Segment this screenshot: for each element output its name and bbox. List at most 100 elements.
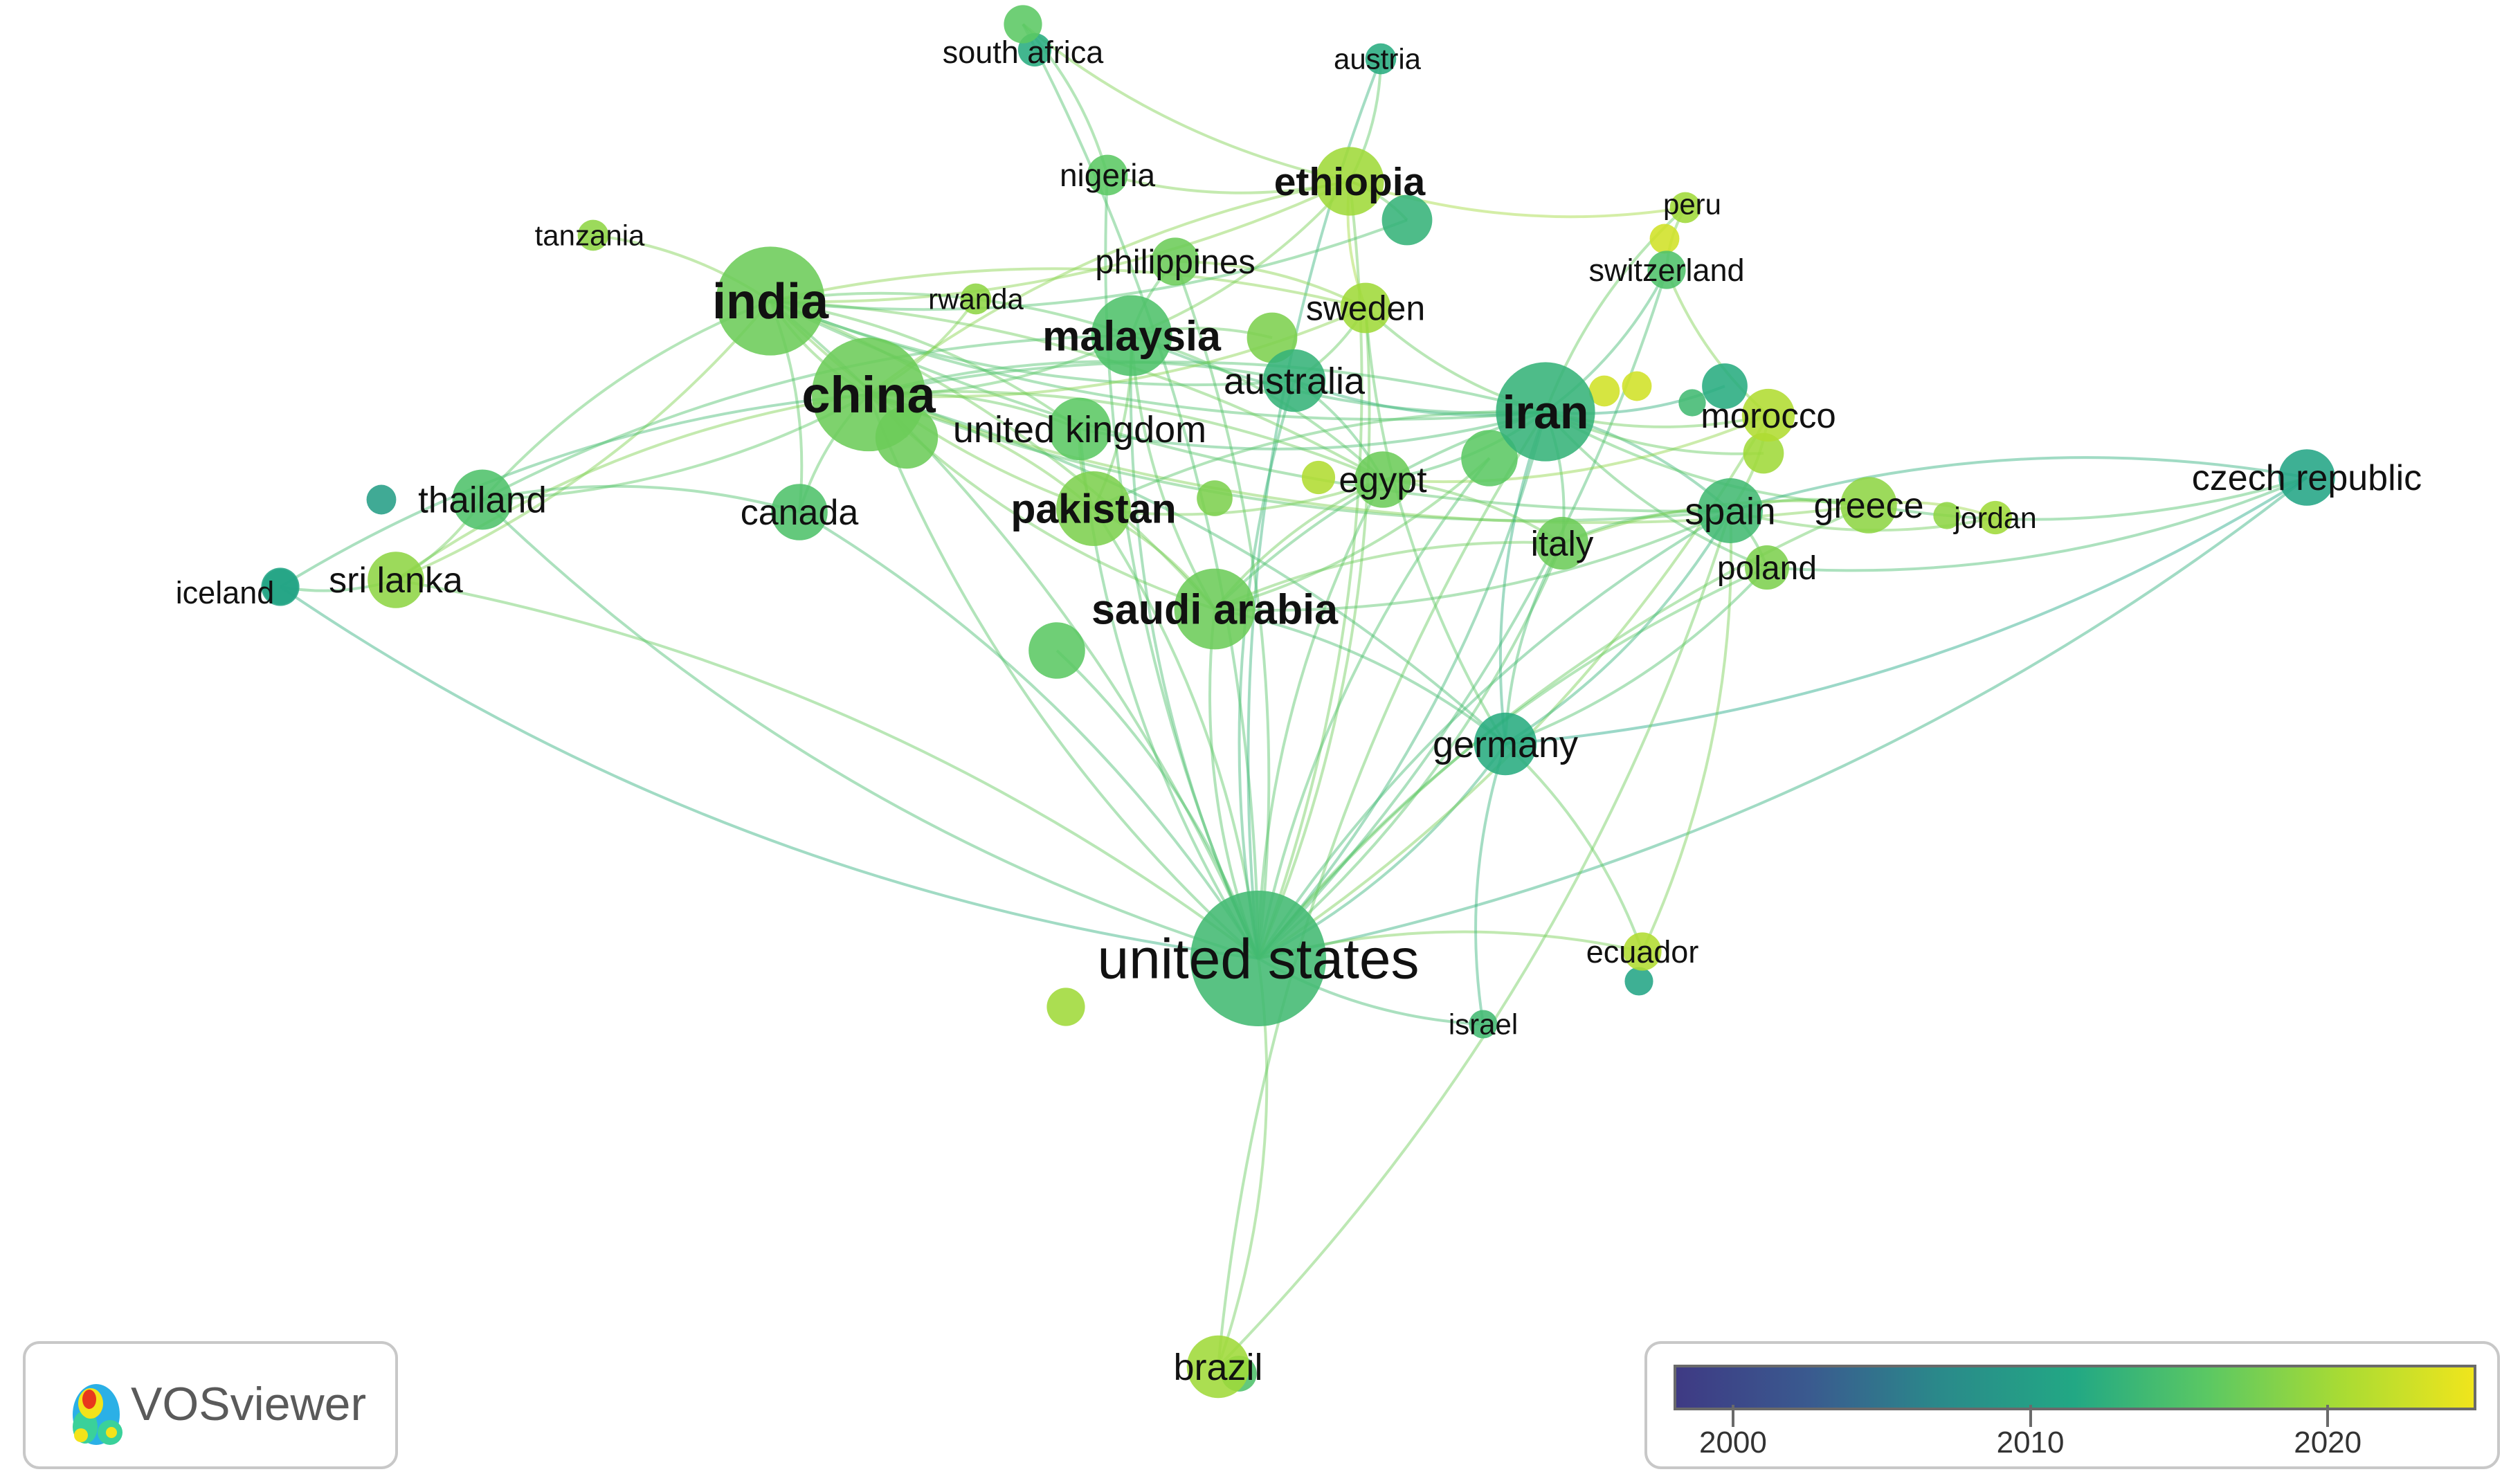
node-label-ethiopia: ethiopia [1274, 160, 1426, 204]
node-u12[interactable] [1622, 371, 1652, 401]
link-united_states-canada [798, 511, 1260, 960]
node-south-africa[interactable] [1004, 5, 1042, 44]
node-u4[interactable] [1247, 312, 1298, 363]
link-china-thailand [482, 393, 869, 501]
node-ecuador[interactable] [1623, 932, 1662, 971]
node-label-united-kingdom: united kingdom [953, 409, 1206, 451]
link-india-egypt [770, 300, 1384, 481]
link-brazil-iran [1217, 410, 1547, 1367]
link-spain-czech_republic [1730, 456, 2308, 512]
node-label-philippines: philippines [1095, 244, 1256, 281]
node-united-states[interactable] [1190, 891, 1326, 1026]
node-u14[interactable] [366, 484, 397, 515]
link-united_states-sri_lanka [395, 579, 1260, 960]
node-u7[interactable] [1743, 433, 1784, 474]
link-india-sri_lanka [395, 300, 772, 581]
node-label-spain: spain [1685, 489, 1775, 532]
link-germany-sweden [1364, 307, 1507, 745]
node-nigeria[interactable] [1087, 154, 1128, 196]
node-u5[interactable] [1381, 194, 1433, 246]
node-label-sweden: sweden [1306, 289, 1425, 328]
node-jordan[interactable] [1978, 500, 2013, 535]
link-united_states-iceland [279, 585, 1259, 960]
link-saudi_arabia-spain [1214, 509, 1731, 612]
node-morocco[interactable] [1741, 388, 1795, 442]
node-saudi-arabia[interactable] [1174, 568, 1256, 650]
node-switzerland[interactable] [1647, 251, 1686, 289]
link-pakistan-egypt [1093, 478, 1384, 516]
link-united_states-spain [1257, 509, 1732, 960]
node-pakistan[interactable] [1056, 471, 1131, 546]
node-india[interactable] [716, 246, 825, 356]
node-u6[interactable] [1702, 363, 1748, 409]
node-label-pakistan: pakistan [1010, 486, 1176, 532]
node-united-kingdom[interactable] [1048, 397, 1112, 461]
node-iran[interactable] [1496, 362, 1595, 462]
node-egypt[interactable] [1354, 451, 1411, 508]
link-united_states-italy [1257, 543, 1563, 960]
node-u1[interactable] [1028, 622, 1085, 679]
node-peru[interactable] [1669, 192, 1701, 224]
node-spain[interactable] [1698, 478, 1763, 543]
node-china[interactable] [811, 337, 926, 452]
link-greece-czech_republic [1868, 476, 2308, 521]
node-u10[interactable] [1301, 460, 1336, 495]
node-u13[interactable] [1649, 224, 1680, 254]
node-iceland[interactable] [261, 567, 300, 606]
node-thailand[interactable] [452, 469, 513, 530]
node-u17[interactable] [1678, 389, 1706, 417]
node-label-israel: israel [1449, 1008, 1518, 1041]
node-tanzania[interactable] [577, 219, 609, 251]
node-label-egypt: egypt [1339, 460, 1427, 500]
node-italy[interactable] [1535, 516, 1589, 570]
node-u8[interactable] [1046, 988, 1085, 1026]
node-u11[interactable] [1588, 375, 1620, 407]
node-austria[interactable] [1365, 43, 1397, 75]
link-united_states-nigeria [1104, 174, 1260, 959]
node-label-poland: poland [1717, 550, 1817, 587]
node-label-ecuador: ecuador [1586, 934, 1699, 970]
node-u15[interactable] [1624, 967, 1653, 996]
node-u9[interactable] [1197, 480, 1233, 516]
link-brazil-spain [1217, 510, 1732, 1368]
node-greece[interactable] [1840, 477, 1897, 534]
node-philippines[interactable] [1151, 237, 1199, 286]
node-poland[interactable] [1745, 545, 1789, 590]
node-u16[interactable] [1933, 502, 1961, 529]
link-iran-pakistan [1093, 410, 1546, 510]
node-label-italy: italy [1531, 524, 1594, 563]
node-israel[interactable] [1469, 1010, 1498, 1039]
link-china-sri_lanka [395, 393, 869, 581]
node-label-tanzania: tanzania [535, 219, 645, 252]
node-brazil[interactable] [1186, 1335, 1250, 1399]
node-germany[interactable] [1474, 712, 1537, 776]
color-scale-bar [1674, 1365, 2476, 1410]
vosviewer-logo-icon [73, 1384, 123, 1445]
node-sweden[interactable] [1340, 282, 1391, 334]
node-canada[interactable] [771, 484, 828, 540]
link-china-egypt [868, 390, 1384, 481]
node-label-greece: greece [1814, 486, 1924, 526]
legend-tick-label: 2010 [1996, 1426, 2065, 1459]
node-label-peru: peru [1663, 188, 1721, 221]
link-saudi_arabia-germany [1214, 608, 1507, 745]
node-malaysia[interactable] [1091, 295, 1172, 376]
node-rwanda[interactable] [960, 283, 992, 315]
link-saudi_arabia-u3 [1214, 457, 1491, 610]
node-label-iran: iran [1503, 386, 1589, 439]
link-egypt-morocco [1382, 414, 1769, 484]
link-czech_republic-poland [1766, 476, 2308, 572]
link-germany-israel [1474, 743, 1507, 1025]
node-label-jordan: jordan [1952, 502, 2037, 535]
node-u3[interactable] [1461, 430, 1518, 486]
node-sri-lanka[interactable] [368, 552, 424, 608]
node-ethiopia[interactable] [1315, 147, 1384, 216]
node-australia[interactable] [1262, 349, 1326, 412]
node-czech-republic[interactable] [2278, 449, 2335, 506]
node-label-iceland: iceland [176, 575, 275, 610]
link-china-spain [868, 393, 1731, 522]
node-label-nigeria: nigeria [1060, 157, 1156, 193]
legend-tick-label: 2000 [1698, 1426, 1767, 1459]
